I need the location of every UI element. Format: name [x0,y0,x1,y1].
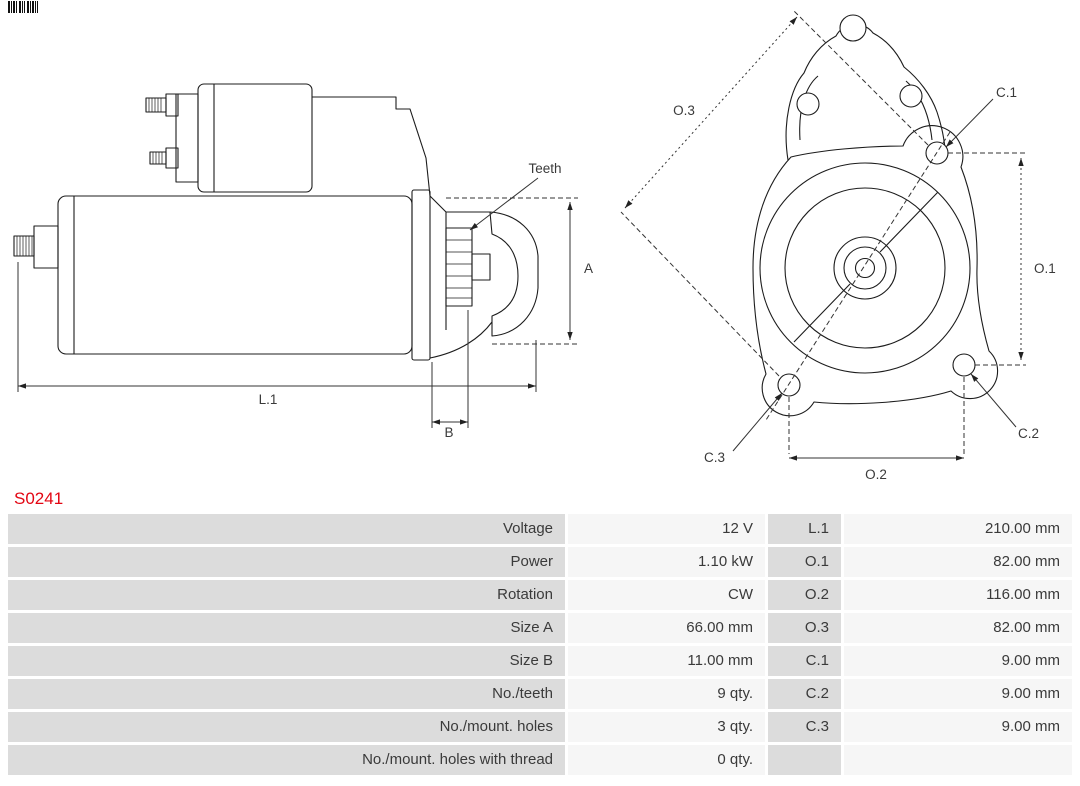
label-c2: C.2 [1018,426,1039,441]
dimension-value: 210.00 mm [844,514,1072,544]
spec-label: No./mount. holes with thread [8,745,565,775]
mount-hole-c3 [777,373,801,397]
label-a: A [584,261,593,276]
table-row: Size B 11.00 mm C.1 9.00 mm [8,646,1072,676]
spec-value: 11.00 mm [568,646,765,676]
table-row: Power 1.10 kW O.1 82.00 mm [8,547,1072,577]
spec-value: 12 V [568,514,765,544]
spec-value: 3 qty. [568,712,765,742]
part-number: S0241 [14,489,64,508]
table-row: No./teeth 9 qty. C.2 9.00 mm [8,679,1072,709]
label-b: B [444,425,453,440]
table-row: Rotation CW O.2 116.00 mm [8,580,1072,610]
dimension-value: 9.00 mm [844,712,1072,742]
side-view-dimensions [17,177,578,428]
dimension-label: O.1 [768,547,841,577]
dimension-label: L.1 [768,514,841,544]
starter-front-view [752,14,999,417]
spec-table: Voltage 12 V L.1 210.00 mm Power 1.10 kW… [8,514,1072,775]
spec-label: No./mount. holes [8,712,565,742]
label-o3: O.3 [673,103,695,118]
spec-label: Voltage [8,514,565,544]
spec-value: CW [568,580,765,610]
table-row: No./mount. holes with thread 0 qty. [8,745,1072,775]
mount-hole-c2 [952,353,976,377]
label-o2: O.2 [865,467,887,482]
starter-side-view [13,83,539,361]
spec-label: Power [8,547,565,577]
dimension-value: 9.00 mm [844,646,1072,676]
dimension-value: 9.00 mm [844,679,1072,709]
dimension-label: O.3 [768,613,841,643]
spec-label: Rotation [8,580,565,610]
label-c3: C.3 [704,450,725,465]
dimension-value: 82.00 mm [844,613,1072,643]
dimension-labels: Teeth A L.1 B O.3 C.1 O.1 C.3 C.2 O.2 [259,85,1056,482]
dimension-value: 82.00 mm [844,547,1072,577]
spec-value: 0 qty. [568,745,765,775]
barcode-icon [8,1,38,13]
label-c1: C.1 [996,85,1017,100]
dimension-label [768,745,841,775]
spec-value: 1.10 kW [568,547,765,577]
front-view-dimensions [620,10,1026,461]
label-teeth: Teeth [528,161,561,176]
spec-value: 9 qty. [568,679,765,709]
dimension-label: C.2 [768,679,841,709]
table-row: Voltage 12 V L.1 210.00 mm [8,514,1072,544]
spec-value: 66.00 mm [568,613,765,643]
table-row: No./mount. holes 3 qty. C.3 9.00 mm [8,712,1072,742]
spec-label: Size B [8,646,565,676]
dimension-label: O.2 [768,580,841,610]
dimension-value [844,745,1072,775]
dimension-label: C.1 [768,646,841,676]
spec-label: Size A [8,613,565,643]
table-row: Size A 66.00 mm O.3 82.00 mm [8,613,1072,643]
dimension-value: 116.00 mm [844,580,1072,610]
spec-label: No./teeth [8,679,565,709]
label-o1: O.1 [1034,261,1056,276]
label-l1: L.1 [259,392,278,407]
dimension-label: C.3 [768,712,841,742]
technical-drawing: Teeth A L.1 B O.3 C.1 O.1 C.3 C.2 O.2 [8,1,1056,482]
